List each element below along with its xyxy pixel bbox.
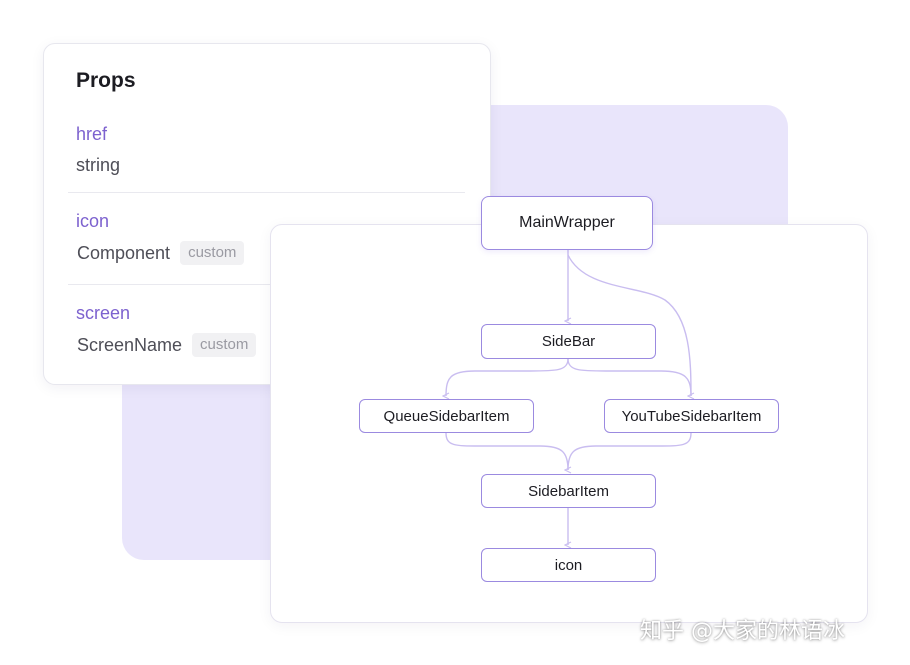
custom-badge: custom	[192, 333, 257, 357]
props-title: Props	[76, 69, 136, 92]
node-icon: icon	[481, 548, 656, 582]
edge-sidebar-youtube	[567, 358, 692, 397]
edge-queue-sidebaritem	[445, 432, 568, 470]
node-sidebar-item: SidebarItem	[481, 474, 656, 508]
watermark-text: 知乎 @大家的林语冰	[640, 619, 845, 644]
node-queue-sidebar-item: QueueSidebarItem	[359, 399, 534, 433]
edge-mainwrapper-youtube	[567, 254, 691, 396]
node-side-bar: SideBar	[481, 324, 656, 359]
prop-name-screen: screen	[76, 303, 131, 323]
prop-type-href: string	[76, 155, 121, 175]
edge-sidebar-queue	[446, 358, 569, 396]
prop-divider	[68, 284, 465, 285]
prop-type-screen: ScreenName	[77, 334, 183, 355]
prop-type-icon: Component	[77, 242, 171, 263]
custom-badge: custom	[180, 241, 245, 265]
prop-type-row-icon: Component custom	[77, 241, 245, 265]
prop-name-href: href	[76, 124, 108, 144]
prop-divider	[68, 192, 465, 193]
node-main-wrapper: MainWrapper	[481, 196, 653, 250]
edge-youtube-sidebaritem	[567, 432, 692, 471]
node-youtube-sidebar-item: YouTubeSidebarItem	[604, 399, 779, 433]
prop-type-row-screen: ScreenName custom	[77, 333, 257, 357]
prop-name-icon: icon	[76, 211, 110, 231]
